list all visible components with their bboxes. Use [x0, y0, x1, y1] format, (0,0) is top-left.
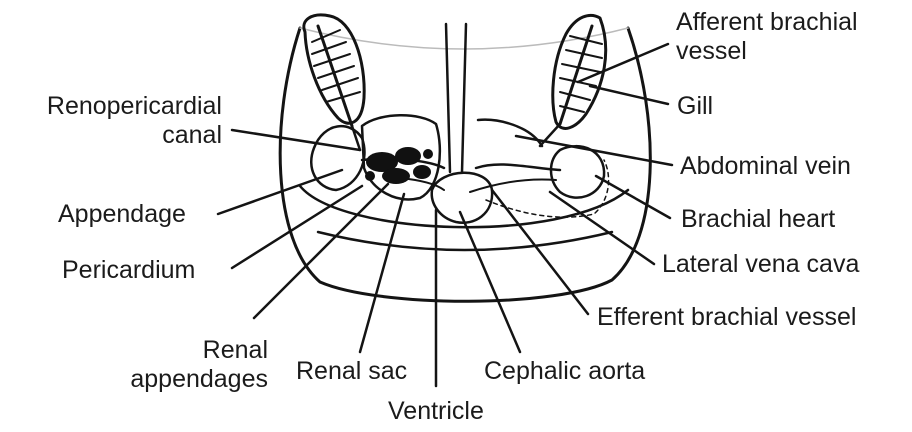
- gill-vessels: [352, 124, 560, 150]
- leader-gill: [590, 86, 668, 104]
- label-brachial-heart: Brachial heart: [681, 205, 835, 234]
- label-cephalic-aorta: Cephalic aorta: [484, 357, 645, 386]
- label-pericardium: Pericardium: [62, 256, 195, 285]
- efferent-vessels: [400, 178, 556, 192]
- label-afferent-brachial-vessel: Afferent brachial vessel: [676, 8, 858, 66]
- label-ventricle: Ventricle: [388, 397, 484, 426]
- leader-cephalic-aorta: [460, 212, 520, 352]
- gill-right: [553, 15, 606, 128]
- label-appendage: Appendage: [58, 200, 186, 229]
- label-renal-sac: Renal sac: [296, 357, 407, 386]
- brachial-heart-right: [551, 146, 604, 197]
- leader-lateral-vena: [550, 192, 654, 264]
- leader-renal-appendages: [254, 184, 388, 318]
- cephalic-aorta-vessel: [446, 24, 466, 172]
- label-renopericardial-canal: Renopericardial canal: [8, 92, 222, 150]
- renal-sac-right: [478, 120, 542, 146]
- leader-pericardium: [232, 186, 362, 268]
- body-lower-band: [318, 232, 612, 250]
- leader-afferent: [578, 44, 668, 82]
- label-efferent-brachial-vessel: Efferent brachial vessel: [597, 303, 856, 332]
- leader-brachial-heart: [596, 176, 670, 218]
- renal-appendage-masses: [365, 147, 433, 184]
- leader-renopericardial: [232, 130, 360, 150]
- label-lateral-vena-cava: Lateral vena cava: [662, 250, 859, 279]
- label-renal-appendages: Renal appendages: [100, 336, 268, 394]
- label-gill: Gill: [677, 92, 713, 121]
- label-abdominal-vein: Abdominal vein: [680, 152, 851, 181]
